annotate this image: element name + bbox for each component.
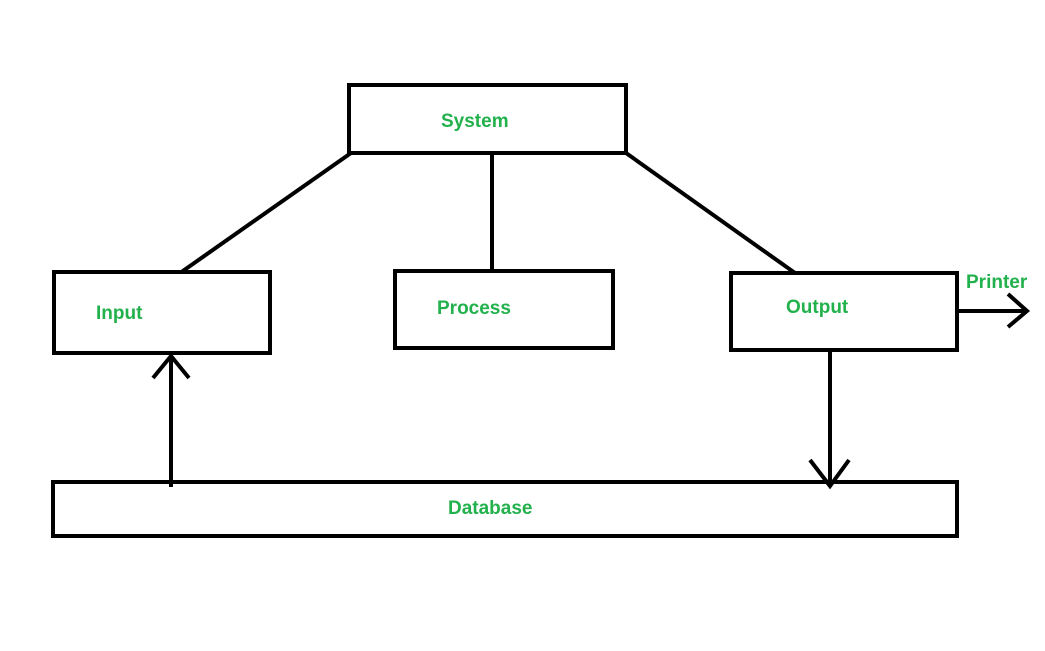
process-label: Process: [437, 298, 511, 319]
arrow-output-to-database: [808, 351, 851, 490]
arrow-down-icon: [808, 458, 851, 490]
arrow-output-to-printer: [957, 292, 1031, 329]
connector-system-output: [624, 151, 797, 275]
output-node: Output: [729, 271, 959, 352]
process-node: Process: [393, 269, 615, 350]
database-box: [51, 480, 959, 538]
system-node: System: [347, 83, 628, 155]
database-label: Database: [448, 498, 533, 519]
output-label: Output: [786, 297, 849, 318]
connector-system-input: [178, 151, 353, 275]
input-box: [52, 270, 272, 355]
system-label: System: [441, 111, 509, 132]
arrow-database-to-input: [151, 352, 191, 487]
input-node: Input: [52, 270, 272, 355]
input-label: Input: [96, 303, 143, 324]
output-box: [729, 271, 959, 352]
printer-label: Printer: [966, 272, 1028, 293]
database-node: Database: [51, 480, 959, 538]
process-box: [393, 269, 615, 350]
arrow-right-icon: [1006, 292, 1031, 329]
arrow-up-icon: [151, 352, 191, 380]
system-box: [347, 83, 628, 155]
